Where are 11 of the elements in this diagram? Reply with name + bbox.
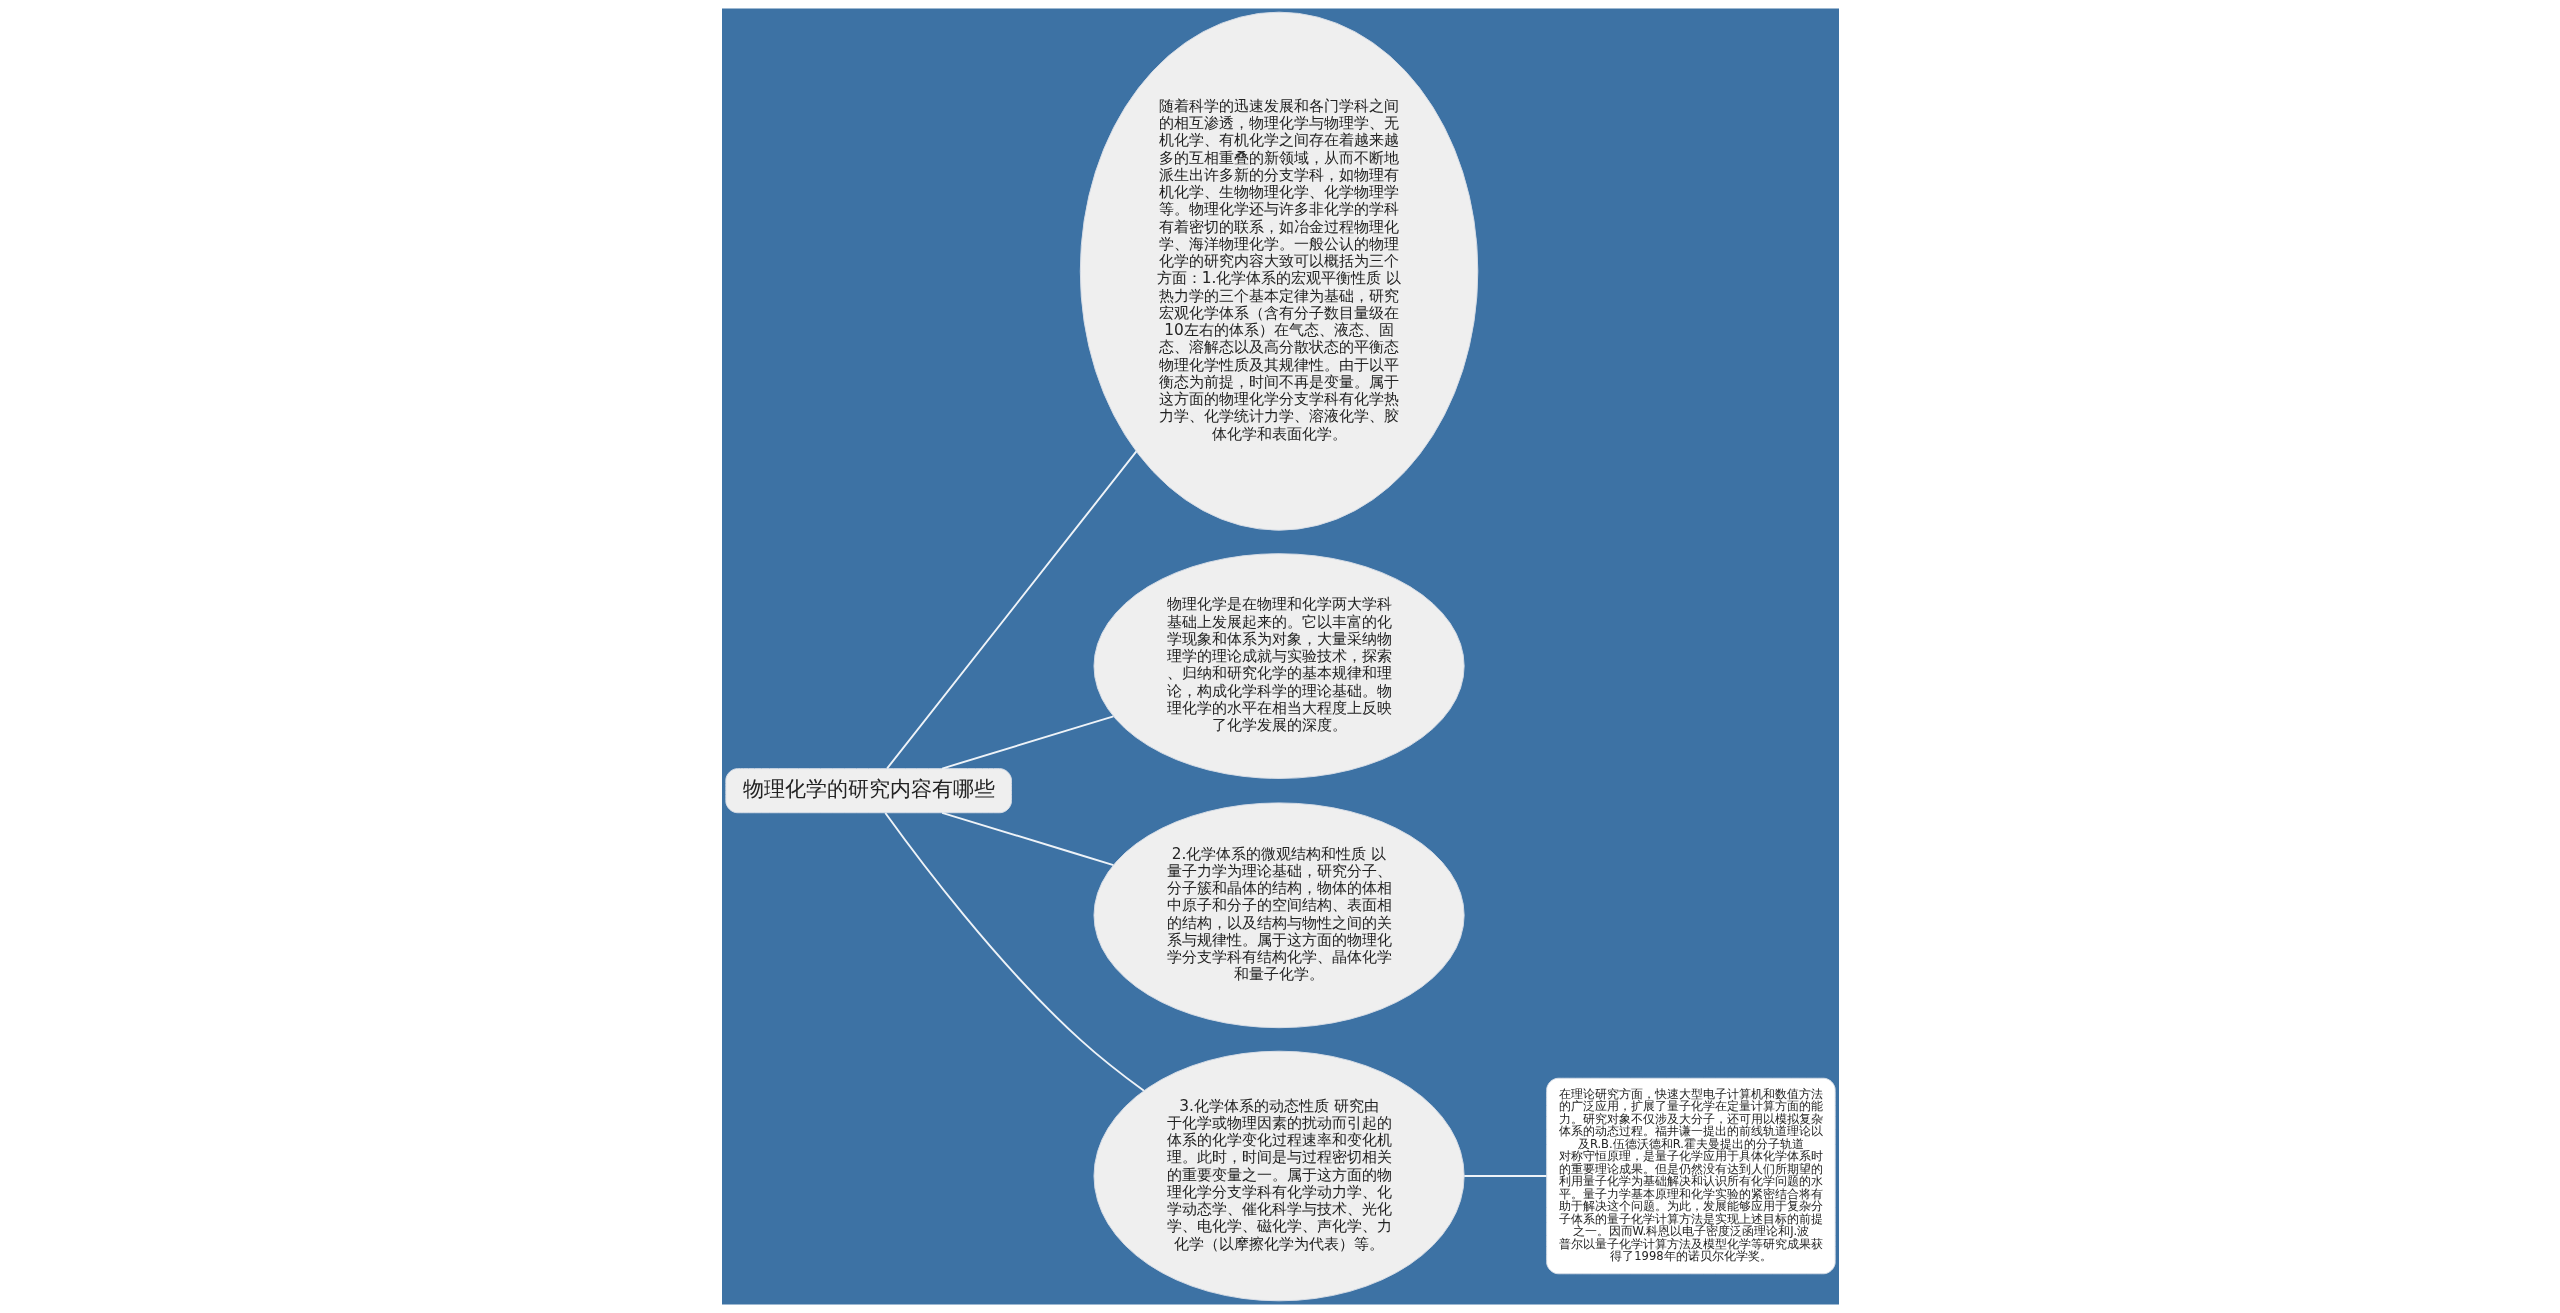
connector [885, 450, 1137, 770]
node-box: 物理化学的研究内容有哪些 [724, 768, 1012, 814]
connector [1462, 1175, 1547, 1177]
node-ellipse: 3.化学体系的动态性质 研究由于化学或物理因素的扰动而引起的体系的化学变化过程速率和变化机理。此时，时间是与过程密切相关的重要变量之一。属于这方面的物理化学分支学科有化学动力学、化学动态学、催化科学与技术、光化学、电化学、磁化学、声化学、力化学（以摩擦化学为代表）等。 [1093, 1050, 1465, 1302]
node-ellipse: 随着科学的迅速发展和各门学科之间的相互渗透，物理化学与物理学、无机化学、有机化学之间存在着越来越多的互相重叠的新领域，从而不断地派生出许多新的分支学科，如物理有机化学、生物物理化学、化学物理学等。物理化学还与许多非化学的学科有着密切的联系，如冶金过程物理化学、海洋物理化学。一般公认的物理化学的研究内容大致可以概括为三个方面：1.化学体系的宏观平衡性质 以热力学的三个基本定律为基础，研究宏观化学体系（含有分子数目量级在10左右的体系）在气态、液态、固态、溶解态以及高分散状态的平衡态物理化学性质及其规律性。由于以平衡态为前提，时间不再是变量。属于这方面的物理化学分支学科有化学热力学、化学统计力学、溶液化学、胶体化学和表面化学。 [1079, 11, 1478, 531]
node-ellipse: 物理化学是在物理和化学两大学科基础上发展起来的。它以丰富的化学现象和体系为对象，大量采纳物理学的理论成就与实验技术，探索、归纳和研究化学的基本规律和理论，构成化学科学的理论基础。物理化学的水平在相当大程度上反映了化学发展的深度。 [1093, 553, 1465, 779]
connector [883, 812, 1145, 1092]
node-box: 在理论研究方面，快速大型电子计算机和数值方法的广泛应用，扩展了量子化学在定量计算方面的能力。研究对象不仅涉及大分子，还可用以模拟复杂体系的动态过程。福井谦一提出的前线轨道理论以及R.B.伍德沃德和R.霍夫曼提出的分子轨道对称守恒原理，是量子化学应用于具体化学体系时的重要理论成果。但是仍然没有达到人们所期望的利用量子化学为基础解决和认识所有化学问题的水平。量子力学基本原理和化学实验的紧密结合将有助于解决这个问题。为此，发展能够应用于复杂分子体系的量子化学计算方法是实现上述目标的前提之一。因而W.科恩以电子密度泛函理论和J.波普尔以量子化学计算方法及模型化学等研究成果获得了1998年的诺贝尔化学奖。 [1545, 1077, 1836, 1275]
connector [940, 715, 1114, 770]
node-ellipse: 2.化学体系的微观结构和性质 以量子力学为理论基础，研究分子、分子簇和晶体的结构，物体的体相中原子和分子的空间结构、表面相的结构，以及结构与物性之间的关系与规律性。属于这方面的物理化学分支学科有结构化学、晶体化学和量子化学。 [1093, 802, 1465, 1029]
connector [940, 811, 1114, 867]
